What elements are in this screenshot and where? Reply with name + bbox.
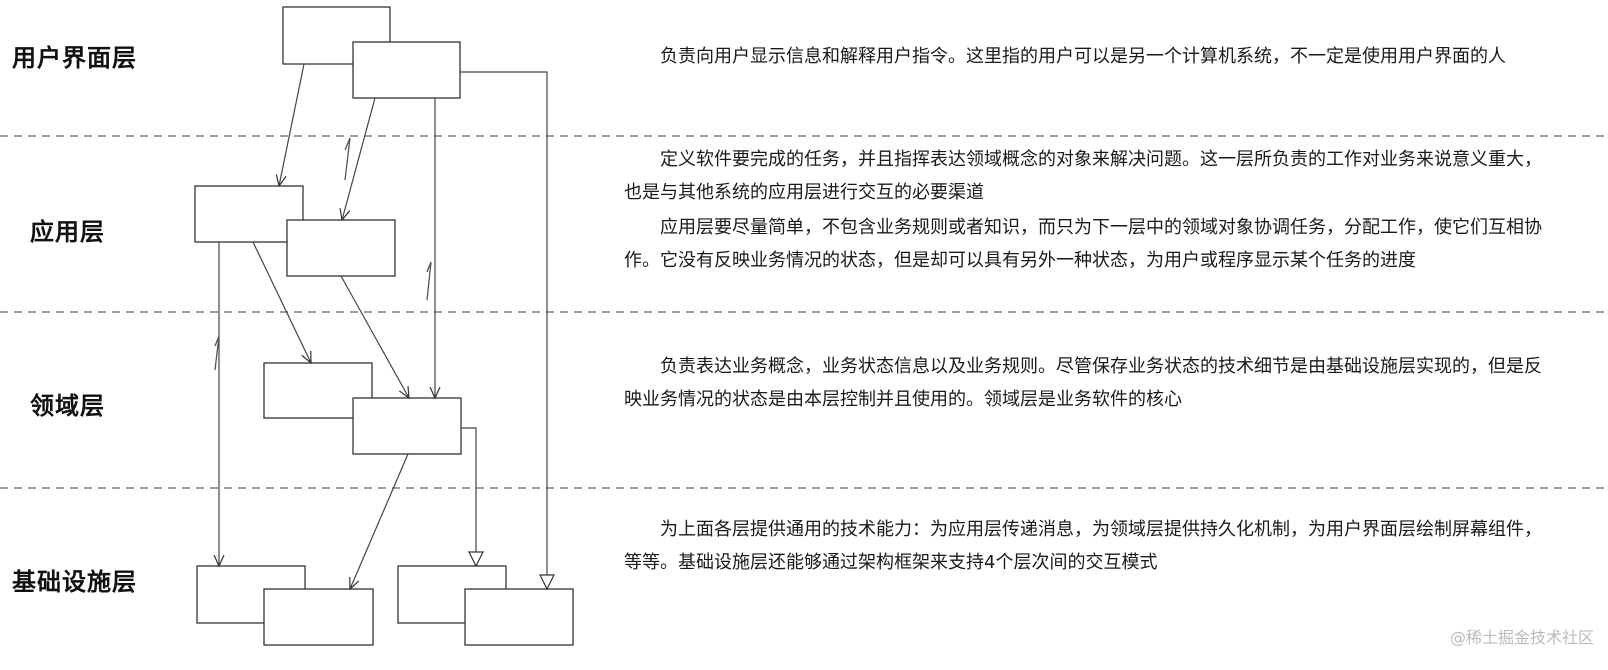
app-box-2 [286, 219, 396, 277]
callback-mark-domain-to-app [426, 261, 432, 301]
ui-box-2 [352, 41, 461, 99]
arrow-ui-to-infra [460, 71, 547, 589]
arrow-app-to-domain-1 [252, 241, 311, 363]
domain-description: 负责表达业务概念，业务状态信息以及业务规则。尽管保存业务状态的技术细节是由基础设… [624, 356, 1542, 410]
layer-label-ui: 用户界面层 [12, 44, 137, 72]
callback-mark-app-to-ui [344, 137, 351, 181]
domain-box-1 [263, 362, 373, 419]
ui-description: 负责向用户显示信息和解释用户指令。这里指的用户可以是另一个计算机系统，不一定是使… [660, 46, 1506, 67]
arrow-ui-to-app-2 [342, 97, 376, 220]
arrow-domain-to-infra-2 [461, 427, 476, 566]
application-description-1: 定义软件要完成的任务，并且指挥表达领域概念的对象来解决问题。这一层所负责的工作对… [624, 149, 1542, 203]
app-box-1 [194, 185, 304, 243]
layer-label-infrastructure: 基础设施层 [12, 568, 137, 596]
domain-box-2 [352, 397, 462, 455]
arrow-domain-to-infra-1 [350, 453, 409, 589]
infra-box-4 [464, 588, 574, 646]
arrow-ui-to-app-1 [279, 63, 305, 186]
arrow-app-to-domain-2 [340, 275, 409, 398]
infrastructure-description: 为上面各层提供通用的技术能力：为应用层传递消息，为领域层提供持久化机制，为用户界… [624, 519, 1542, 573]
layer-label-domain: 领域层 [30, 392, 105, 420]
watermark: @稀土掘金技术社区 [1449, 628, 1594, 647]
infra-box-2 [263, 588, 374, 646]
application-description-2: 应用层要尽量简单，不包含业务规则或者知识，而只为下一层中的领域对象协调任务，分配… [624, 217, 1542, 271]
layer-label-application: 应用层 [30, 218, 105, 246]
callback-mark-infra-to-app [214, 335, 220, 371]
